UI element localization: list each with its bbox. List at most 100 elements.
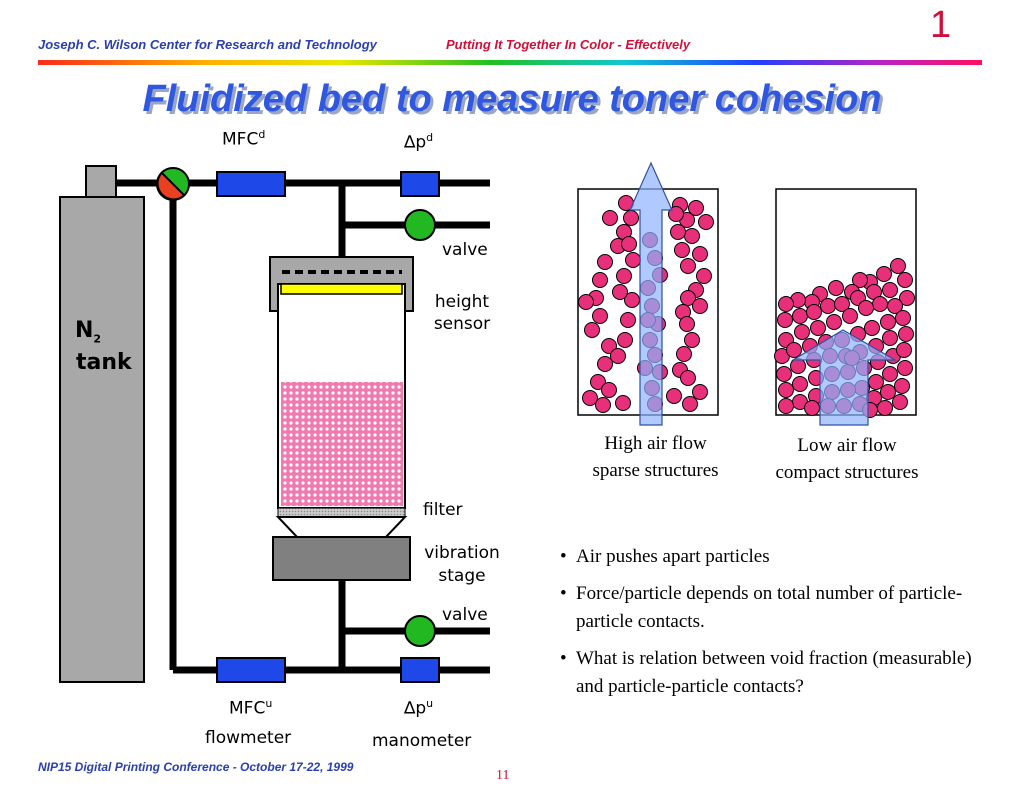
particle xyxy=(826,314,842,330)
particle xyxy=(778,398,794,414)
particle xyxy=(806,304,822,320)
particle xyxy=(595,397,611,413)
particle xyxy=(778,382,794,398)
header-left-title: Joseph C. Wilson Center for Research and… xyxy=(38,37,377,52)
tank-label-2: tank xyxy=(76,350,132,375)
particle xyxy=(790,358,806,374)
particle xyxy=(592,308,608,324)
particle xyxy=(894,378,910,394)
particle xyxy=(601,338,617,354)
inset-high-caption-line2: sparse structures xyxy=(592,460,719,481)
particle xyxy=(876,266,892,282)
particle xyxy=(692,246,708,262)
particle xyxy=(804,400,820,416)
height-sensor-label-2: sensor xyxy=(433,314,491,334)
particle xyxy=(852,272,868,288)
valve-bottom-label: valve xyxy=(442,605,488,625)
inset-high-caption-line1: High air flow xyxy=(604,433,707,454)
particle xyxy=(621,236,637,252)
header-right-title: Putting It Together In Color - Effective… xyxy=(446,37,691,52)
particle xyxy=(880,314,896,330)
particle xyxy=(601,382,617,398)
particle xyxy=(623,210,639,226)
particle xyxy=(794,324,810,340)
particle xyxy=(890,258,906,274)
height-sensor xyxy=(280,283,403,295)
particle xyxy=(692,298,708,314)
filter-mesh xyxy=(277,507,406,518)
valve-bottom-icon xyxy=(404,615,436,647)
particle xyxy=(880,384,896,400)
manometer-label: manometer xyxy=(372,731,472,751)
mfc-d-label: MFCd xyxy=(222,128,266,150)
particle xyxy=(620,312,636,328)
filter-label: filter xyxy=(423,500,463,520)
particle xyxy=(895,310,911,326)
particle xyxy=(602,210,618,226)
n2-tank xyxy=(59,196,145,683)
particle xyxy=(897,272,913,288)
footer-text: NIP15 Digital Printing Conference - Octo… xyxy=(38,760,354,774)
toner-bed xyxy=(281,382,403,506)
particle xyxy=(682,396,698,412)
inset-low-caption-line2: compact structures xyxy=(775,462,919,483)
particle xyxy=(896,342,912,358)
particle xyxy=(590,374,606,390)
particle xyxy=(625,252,641,268)
particle xyxy=(578,294,594,310)
particle xyxy=(679,316,695,332)
inset-low-air-flow xyxy=(774,188,917,426)
particle xyxy=(776,366,792,382)
particle xyxy=(582,390,598,406)
particle xyxy=(612,284,628,300)
particle xyxy=(597,254,613,270)
bullet-item: Air pushes apart particles xyxy=(558,543,978,571)
bullet-list: Air pushes apart particles Force/particl… xyxy=(558,543,978,710)
particle xyxy=(898,326,914,342)
slide-title: Fluidized bed to measure toner cohesion xyxy=(142,78,882,120)
slide-number: 1 xyxy=(930,4,952,46)
particle xyxy=(897,360,913,376)
height-sensor-label-1: height xyxy=(434,292,490,312)
particle xyxy=(584,322,600,338)
rainbow-divider xyxy=(38,60,982,65)
valve-top-icon xyxy=(404,209,436,241)
particle xyxy=(872,296,888,312)
mfc-u-label: MFCu xyxy=(229,697,273,719)
particle xyxy=(692,384,708,400)
inset-low-caption-line1: Low air flow xyxy=(797,435,897,456)
particle xyxy=(615,395,631,411)
particle xyxy=(684,332,700,348)
particle xyxy=(882,282,898,298)
vibration-stage xyxy=(272,536,411,581)
dp-u-manometer xyxy=(400,657,440,683)
inset-high-caption: High air flow sparse structures xyxy=(568,430,743,484)
particle xyxy=(684,228,700,244)
particle xyxy=(666,388,682,404)
inset-high-air-flow xyxy=(577,161,719,426)
particle xyxy=(820,298,836,314)
particle xyxy=(868,374,884,390)
particle xyxy=(698,214,714,230)
particle xyxy=(676,346,692,362)
particle xyxy=(792,308,808,324)
particle xyxy=(696,268,712,284)
particle xyxy=(834,296,850,312)
particle xyxy=(680,258,696,274)
particle xyxy=(842,308,858,324)
particle xyxy=(617,332,633,348)
particle xyxy=(892,394,908,410)
particle xyxy=(858,300,874,316)
mfc-d-device xyxy=(216,171,286,197)
particle xyxy=(688,200,704,216)
particle xyxy=(882,330,898,346)
dp-u-label: ∆pu xyxy=(404,697,434,719)
particle xyxy=(670,224,686,240)
particle xyxy=(877,400,893,416)
particle xyxy=(597,356,613,372)
valve-top-label: valve xyxy=(442,240,488,260)
particle xyxy=(778,296,794,312)
particle xyxy=(592,272,608,288)
particle xyxy=(616,268,632,284)
page-number: 11 xyxy=(496,768,510,783)
